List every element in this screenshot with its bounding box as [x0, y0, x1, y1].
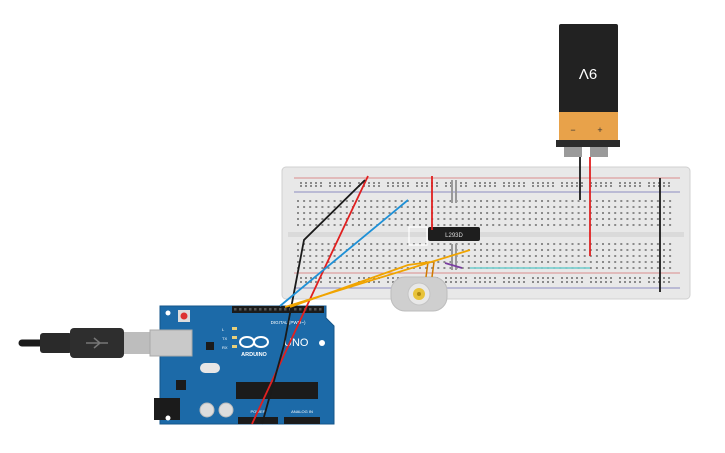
purple-wire[interactable]: [444, 262, 463, 269]
led-rx: [232, 345, 237, 348]
chip-label: L293D: [445, 233, 463, 239]
battery-body: [559, 24, 618, 140]
battery-9v[interactable]: 9V − +: [556, 24, 620, 157]
motor-lead-2: [431, 261, 435, 278]
arduino-board: [159, 305, 335, 425]
battery-clip: [556, 140, 620, 147]
battery-plus-label: +: [597, 125, 602, 135]
regulator: [176, 380, 186, 390]
led-tx: [232, 336, 237, 339]
battery-label-band: [559, 112, 618, 140]
usb-plug-boot: [40, 333, 72, 353]
rx-label: RX: [222, 345, 228, 350]
led-l: [232, 327, 237, 330]
small-chip: [206, 342, 214, 350]
analog-label: ANALOG IN: [291, 409, 313, 414]
center-channel: [288, 232, 684, 237]
breadboard[interactable]: [281, 166, 691, 300]
motor-lead-1: [425, 261, 429, 278]
atmega-chip: [236, 382, 318, 399]
usb-b-port: [149, 329, 193, 357]
chip-body: [428, 227, 480, 241]
motor-driver-chip[interactable]: L293D: [408, 226, 480, 246]
usb-connector-metal: [124, 332, 156, 354]
usb-cable[interactable]: [18, 328, 156, 358]
battery-voltage-label: 9V: [579, 65, 597, 82]
power-header: [238, 417, 278, 424]
battery-terminal-plus: [590, 147, 608, 157]
mount-hole-2: [319, 340, 325, 346]
orange-wire-2[interactable]: [289, 261, 431, 308]
motor-shaft: [417, 292, 421, 296]
blue-wire[interactable]: [279, 199, 409, 307]
dc-jack: [154, 398, 180, 420]
arduino-brand: ARDUINO: [241, 352, 267, 358]
l-label: L: [222, 327, 225, 332]
capacitor-2: [218, 402, 234, 418]
digital-header: [232, 306, 324, 313]
analog-header: [284, 417, 320, 424]
arduino-uno[interactable]: DIGITAL (PWM~) ARDUINO UNO TX RX L POWER…: [149, 305, 335, 425]
red-wire-5v[interactable]: [251, 175, 369, 425]
crystal: [200, 363, 220, 373]
dc-motor[interactable]: [390, 261, 448, 312]
tx-label: TX: [222, 336, 227, 341]
mount-hole-1: [165, 310, 171, 316]
capacitor-1: [199, 402, 215, 418]
black-wire-gnd[interactable]: [261, 179, 366, 425]
battery-terminal-minus: [564, 147, 582, 157]
mount-hole-3: [165, 415, 171, 421]
arduino-logo-icon: [239, 336, 269, 348]
battery-minus-label: −: [570, 125, 575, 135]
wires: [251, 157, 661, 425]
usb-symbol-icon: [86, 337, 108, 349]
chip-leg-guide: [408, 226, 428, 246]
reset-button-cap: [180, 312, 188, 320]
